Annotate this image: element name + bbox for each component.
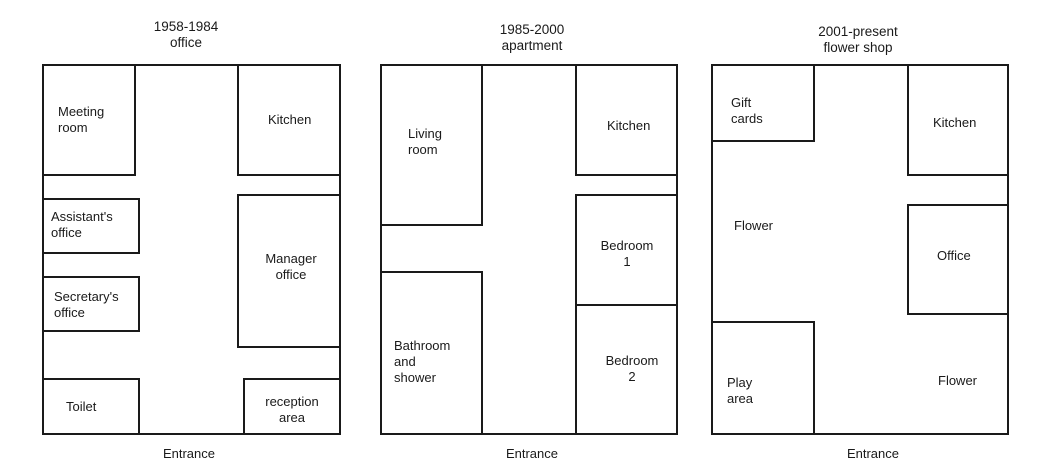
- room-office: [907, 204, 1009, 315]
- room-living-room: [380, 64, 483, 226]
- room-reception-area: [243, 378, 341, 435]
- room-toilet: [42, 378, 140, 435]
- room-kitchen-3: [907, 64, 1009, 176]
- room-toilet-label: Toilet: [66, 399, 97, 414]
- room-bedroom-2-label: Bedroom 2: [605, 353, 659, 384]
- plan-1-use: office: [169, 35, 203, 50]
- room-reception-area-label: reception area: [265, 394, 319, 425]
- room-bedroom-1-label: Bedroom 1: [600, 238, 654, 269]
- room-gift-cards-label: Gift cards: [731, 95, 763, 126]
- room-secretarys-office-label: Secretary's office: [54, 289, 119, 320]
- plan-2-use: apartment: [501, 38, 563, 53]
- room-kitchen-3-label: Kitchen: [933, 115, 977, 130]
- room-manager-office-label: Manager office: [265, 251, 317, 282]
- plan-2-period: 1985-2000: [499, 22, 565, 37]
- room-kitchen-2-label: Kitchen: [607, 118, 651, 133]
- room-secretarys-office: [42, 276, 140, 332]
- plan-3-title: 2001-present flower shop: [758, 24, 958, 56]
- room-bedroom-2: [575, 304, 678, 435]
- room-living-room-label: Living room: [408, 126, 442, 157]
- room-kitchen-2: [575, 64, 678, 176]
- plan-3-use: flower shop: [823, 40, 893, 55]
- room-office-label: Office: [937, 248, 971, 263]
- room-assistants-office: [42, 198, 140, 254]
- plan-1-period: 1958-1984: [153, 19, 219, 34]
- plan-1-title: 1958-1984 office: [86, 19, 286, 51]
- room-meeting-room-label: Meeting room: [58, 104, 105, 135]
- plan-2-title: 1985-2000 apartment: [432, 22, 632, 54]
- plan-2-entrance: Entrance: [505, 446, 559, 461]
- room-assistants-office-label: Assistant's office: [51, 209, 113, 240]
- room-bedroom-1: [575, 194, 678, 306]
- room-bathroom-and-shower: [380, 271, 483, 435]
- plan-3-entrance: Entrance: [846, 446, 900, 461]
- room-play-area-label: Play area: [727, 375, 754, 406]
- area-flower-2-label: Flower: [938, 373, 978, 388]
- room-kitchen-1: [237, 64, 341, 176]
- plan-3-period: 2001-present: [818, 24, 898, 39]
- plan-1-entrance: Entrance: [162, 446, 216, 461]
- area-flower-1-label: Flower: [734, 218, 774, 233]
- room-meeting-room: [42, 64, 136, 176]
- room-play-area: [711, 321, 815, 435]
- room-manager-office: [237, 194, 341, 348]
- room-bathroom-and-shower-label: Bathroom and shower: [394, 338, 451, 385]
- room-kitchen-1-label: Kitchen: [268, 112, 312, 127]
- room-gift-cards: [711, 64, 815, 142]
